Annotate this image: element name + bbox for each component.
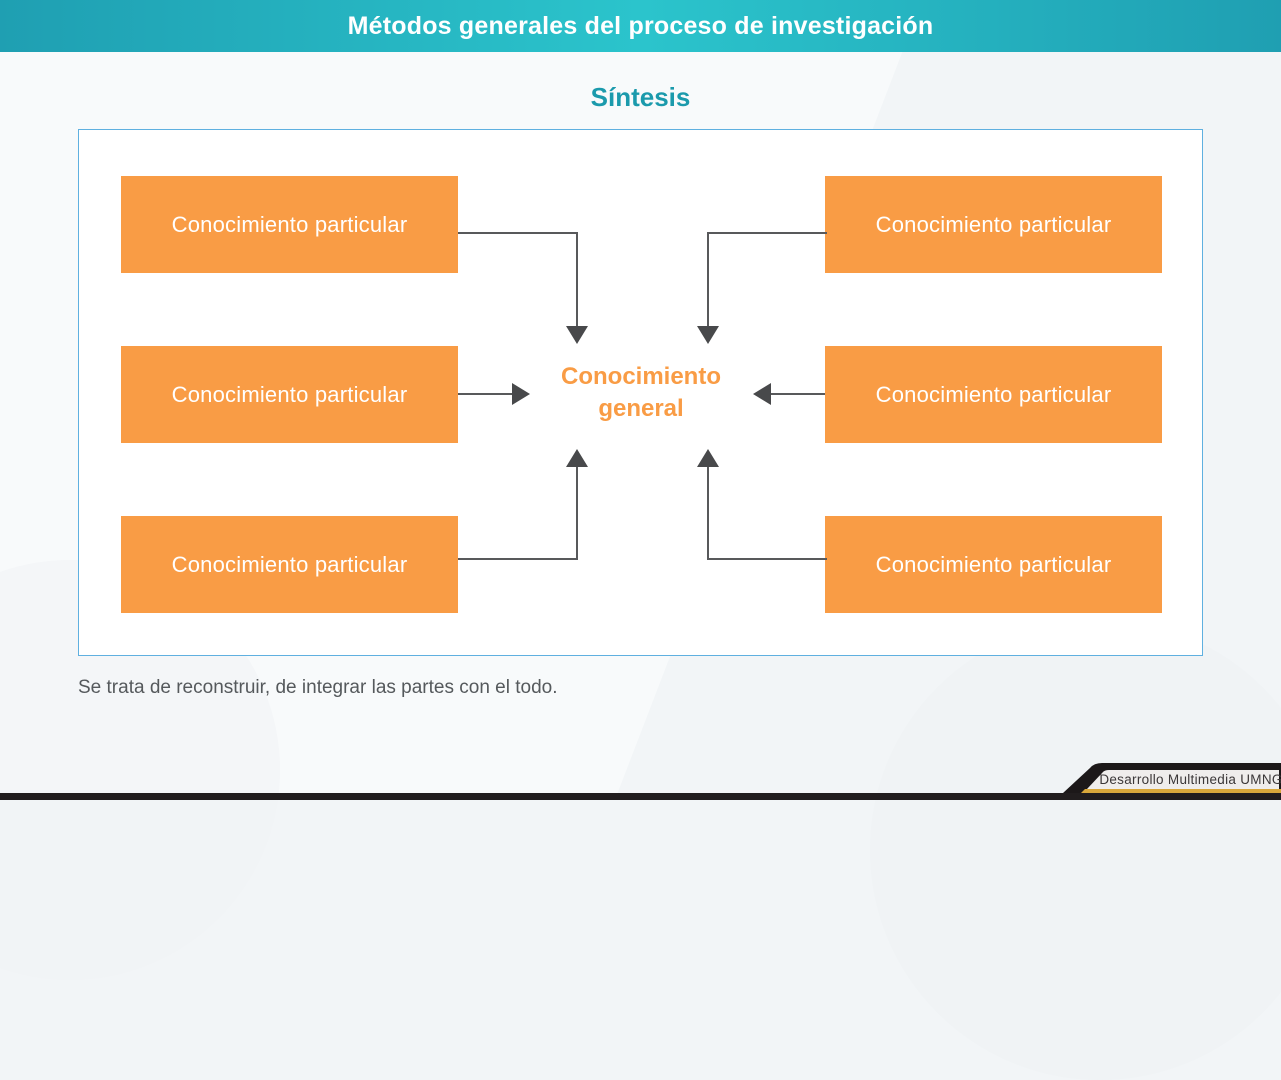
arrowhead-right-icon (512, 383, 530, 405)
particular-box-middle-right: Conocimiento particular (825, 346, 1162, 443)
particular-box-middle-left: Conocimiento particular (121, 346, 458, 443)
diagram-panel: Conocimiento particular Conocimiento par… (78, 129, 1203, 656)
arrow-line-top-left-vertical (576, 232, 578, 326)
particular-box-bottom-left: Conocimiento particular (121, 516, 458, 613)
arrow-line-bottom-right-horizontal (707, 558, 827, 560)
particular-box-bottom-right: Conocimiento particular (825, 516, 1162, 613)
page-title: Métodos generales del proceso de investi… (347, 11, 934, 40)
arrow-line-middle-left (458, 393, 512, 395)
arrowhead-up-icon (566, 449, 588, 467)
arrow-line-bottom-right-vertical (707, 467, 709, 560)
arrowhead-down-icon (697, 326, 719, 344)
credit-badge: Desarrollo Multimedia UMNG (1063, 763, 1281, 793)
section-subtitle: Síntesis (590, 82, 691, 112)
arrow-line-bottom-left-horizontal (458, 558, 578, 560)
arrow-line-top-right-horizontal (707, 232, 827, 234)
arrow-line-middle-right (771, 393, 825, 395)
center-label: Conocimiento general (561, 363, 721, 422)
arrowhead-up-icon (697, 449, 719, 467)
arrow-line-top-left-horizontal (458, 232, 578, 234)
particular-box-top-left: Conocimiento particular (121, 176, 458, 273)
credit-label: Desarrollo Multimedia UMNG (1099, 772, 1281, 787)
arrowhead-down-icon (566, 326, 588, 344)
background-circle-decor (870, 620, 1281, 1080)
arrow-line-top-right-vertical (707, 232, 709, 326)
arrowhead-left-icon (753, 383, 771, 405)
header-bar: Métodos generales del proceso de investi… (0, 0, 1281, 52)
footer-bar (0, 793, 1281, 800)
credit-badge-shape: Desarrollo Multimedia UMNG (1063, 763, 1281, 793)
particular-box-top-right: Conocimiento particular (825, 176, 1162, 273)
caption-text: Se trata de reconstruir, de integrar las… (78, 677, 558, 698)
arrow-line-bottom-left-vertical (576, 467, 578, 560)
